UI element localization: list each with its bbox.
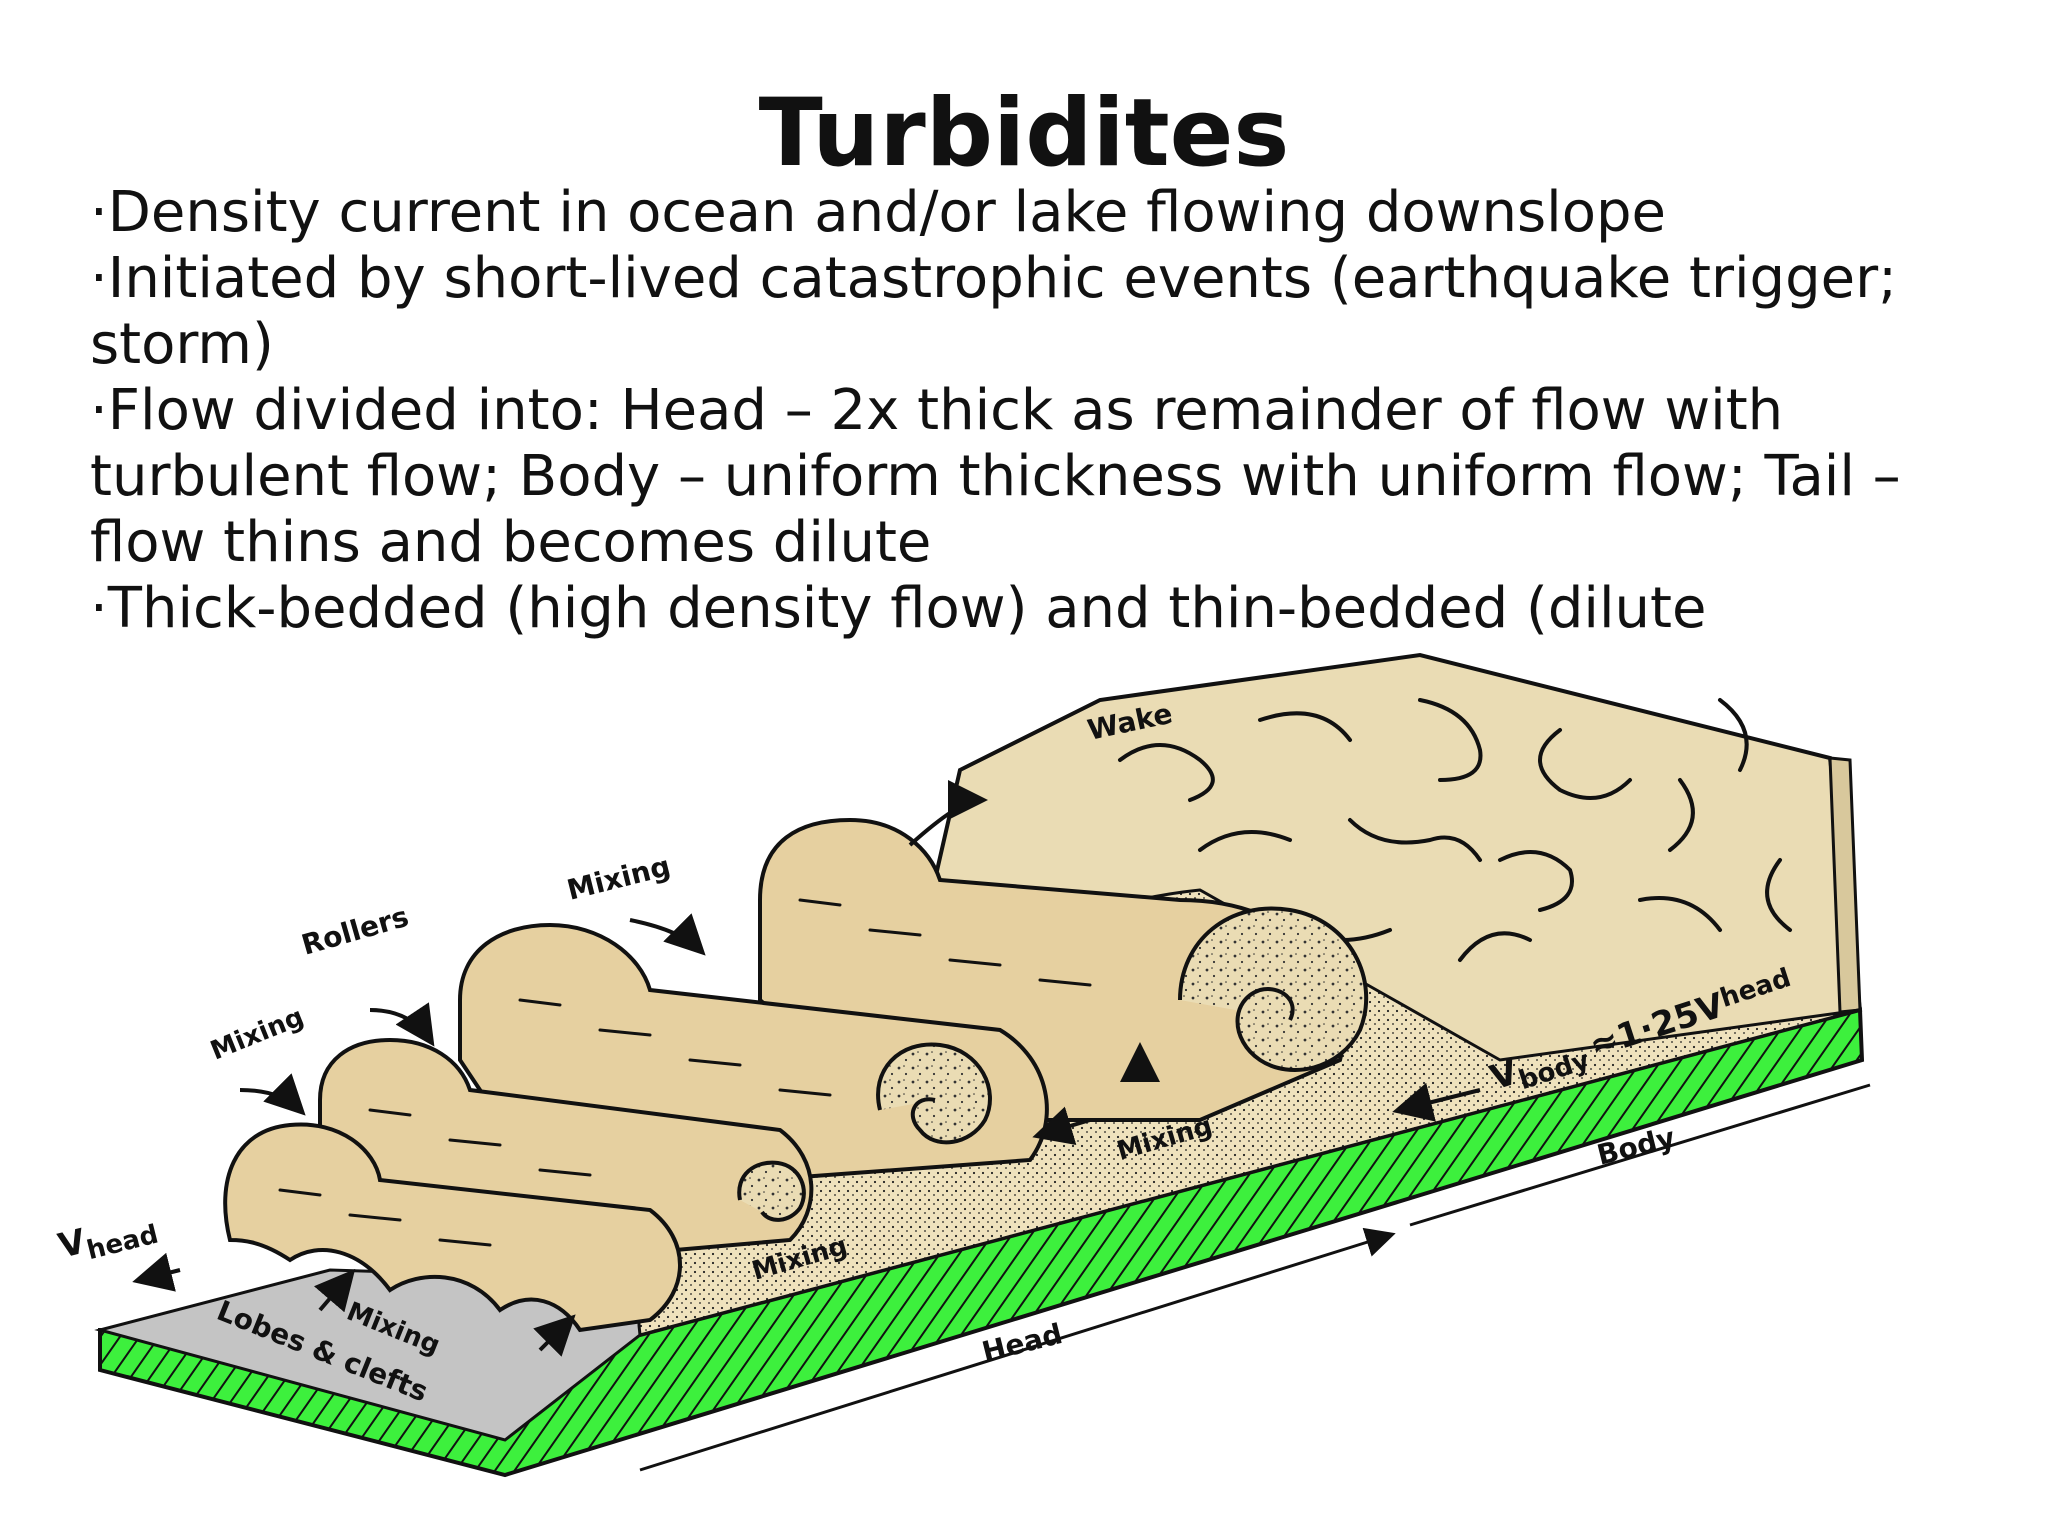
rollers xyxy=(223,817,1346,1333)
head-dimension xyxy=(639,1227,1396,1472)
bullet-list: ·Density current in ocean and/or lake fl… xyxy=(90,180,1990,642)
bullet-flow-divided: ·Flow divided into: Head – 2x thick as r… xyxy=(90,378,1901,575)
body-dimension xyxy=(1409,1083,1871,1227)
roller-striations xyxy=(278,898,1092,1247)
label-mixing-left: Mixing xyxy=(206,1002,308,1066)
wake-eddies xyxy=(1118,698,1792,962)
bullet-density-current: ·Density current in ocean and/or lake fl… xyxy=(90,180,1666,245)
turbidity-current-diagram: Wake Mixing Rollers Mixing Vhead Mixing … xyxy=(55,652,1871,1478)
dimension-lines xyxy=(639,1083,1871,1472)
vortices xyxy=(737,906,1369,1222)
vortex-small xyxy=(737,1160,806,1222)
vortex-mid xyxy=(876,1042,992,1145)
flow-arrows xyxy=(132,780,1481,1357)
label-mixing-top: Mixing xyxy=(564,849,674,906)
bullet-thick-bedded: ·Thick-bedded (high density flow) and th… xyxy=(90,576,1707,641)
slide-title: Turbidites xyxy=(758,79,1290,188)
label-rollers: Rollers xyxy=(298,900,412,962)
vortex-large xyxy=(1178,906,1369,1072)
label-v-head: Vhead xyxy=(55,1204,162,1272)
bullet-initiated-by: ·Initiated by short-lived catastrophic e… xyxy=(90,246,1897,377)
